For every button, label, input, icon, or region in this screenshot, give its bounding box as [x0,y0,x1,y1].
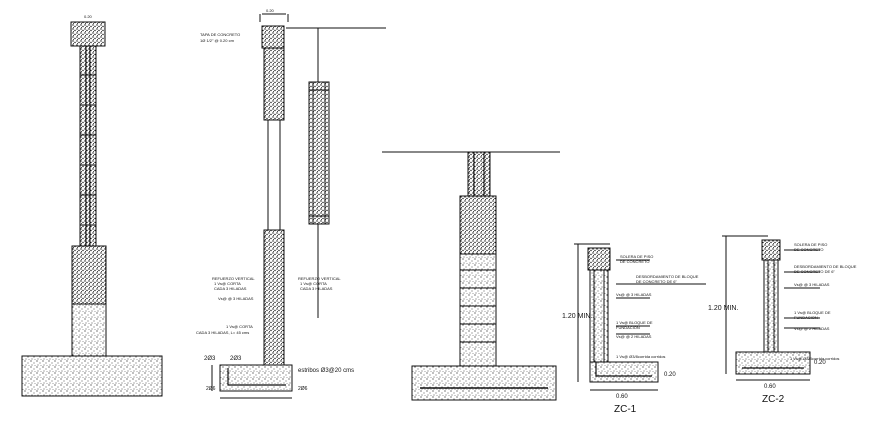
zc1-bloque: 1 Vs@ BLOQUE DE [616,320,653,325]
zc1-solera2: DE CONCRETO [620,259,649,264]
col2-label-top2: 1Ø 1/2" @ 0.20 cm [200,38,235,43]
col2-label-vert: REFUERZO VERTICAL [212,276,255,281]
column-3-elevation [382,151,560,401]
col3-label-vert2: 1 Vs@ CORTA [300,281,327,286]
zc2-height: 1.20 MIN. [708,305,738,312]
col3-label-vert: REFUERZO VERTICAL [298,276,341,281]
zc2-bloque2: FUNDACION [794,315,818,320]
zc-1-detail [574,243,706,391]
col2-footing [219,364,293,392]
col2-label-vert3: CADA 3 HILADAS [214,286,247,291]
col2-dim-top: 0.20 [266,8,275,13]
col3-label-vert3: CADA 3 HILADAS [300,286,333,291]
zc1-corr: 1 Vs@ Ø3/8corrida corridos [616,354,665,359]
col2-estribos: estribos Ø3@20 cms [298,368,354,374]
col1-base [71,303,107,357]
zc1-width: 0.60 [616,394,628,400]
zc2-vs2: Vs@ @ 2 HILADAS [794,326,830,331]
zc1-vs2: Vs@ @ 2 HILADAS [616,334,652,339]
zc2-block: DESBORDAMIENTO DE BLOQUE [794,264,857,269]
col2-dim-b: 2Ø3 [230,356,242,362]
zc2-solera: SOLERA DE PISO [794,242,827,247]
col1-stirrups [80,74,96,226]
zc2-corr: 1 Vs@ Ø3/8corrida corridos [790,356,839,361]
zc-2-labels: SOLERA DE PISO DE CONCRETO DESBORDAMIENT… [708,242,857,405]
zc2-solera2: DE CONCRETO [794,247,823,252]
col1-cap [70,21,106,47]
zc2-width: 0.60 [764,384,776,390]
zc2-vs: Vs@ @ 3 HILADAS [794,282,830,287]
col1-dim-top: 0.20 [84,14,93,19]
zc1-solera: SOLERA DE PISO [620,254,653,259]
zc1-bloque2: FUNDACION [616,325,640,330]
col1-shaft [79,45,97,247]
zc2-title: ZC-2 [762,394,785,405]
col2-dim-d: 2Ø6 [298,386,308,392]
zc2-block2: DE CONCRETO DE 6" [794,269,835,274]
col2-label-corta2: CADA 3 HILADAS, L= 45 cms [196,330,249,335]
column-1-elevation [21,21,163,397]
col2-dim-c: 2Ø6 [206,386,216,392]
column-2-labels: TAPA DE CONCRETO 1Ø 1/2" @ 0.20 cm REFUE… [196,8,354,392]
zc1-block2: DE CONCRETO DE 6" [636,279,677,284]
zc2-bloque: 1 Vs@ BLOQUE DE [794,310,831,315]
col2-label-top: TAPA DE CONCRETO [200,32,240,37]
zc1-thick: 0.20 [664,372,676,378]
col1-pedestal [71,245,107,305]
zc-1-labels: SOLERA DE PISO DE CONCRETO DESBORDAMIENT… [562,254,699,415]
zc1-vs: Vs@ @ 3 HILADAS [616,292,652,297]
col2-label-vert2: 1 Vs@ CORTA [214,281,241,286]
zc1-height: 1.20 MIN. [562,313,592,320]
col2-dim-a: 2Ø3 [204,356,216,362]
zc2-thick: 0.20 [814,360,826,366]
zc1-block: DESBORDAMIENTO DE BLOQUE [636,274,699,279]
zc1-title: ZC-1 [614,404,637,415]
column-2-bar-detail [308,81,330,225]
col2-label-hiladas: Vs@ @ 3 HILADAS [218,296,254,301]
col1-footing [21,355,163,397]
column-2-section [211,13,386,399]
col2-label-corta: 1 Vs@ CORTA [226,324,253,329]
zc-2-detail [722,235,820,381]
